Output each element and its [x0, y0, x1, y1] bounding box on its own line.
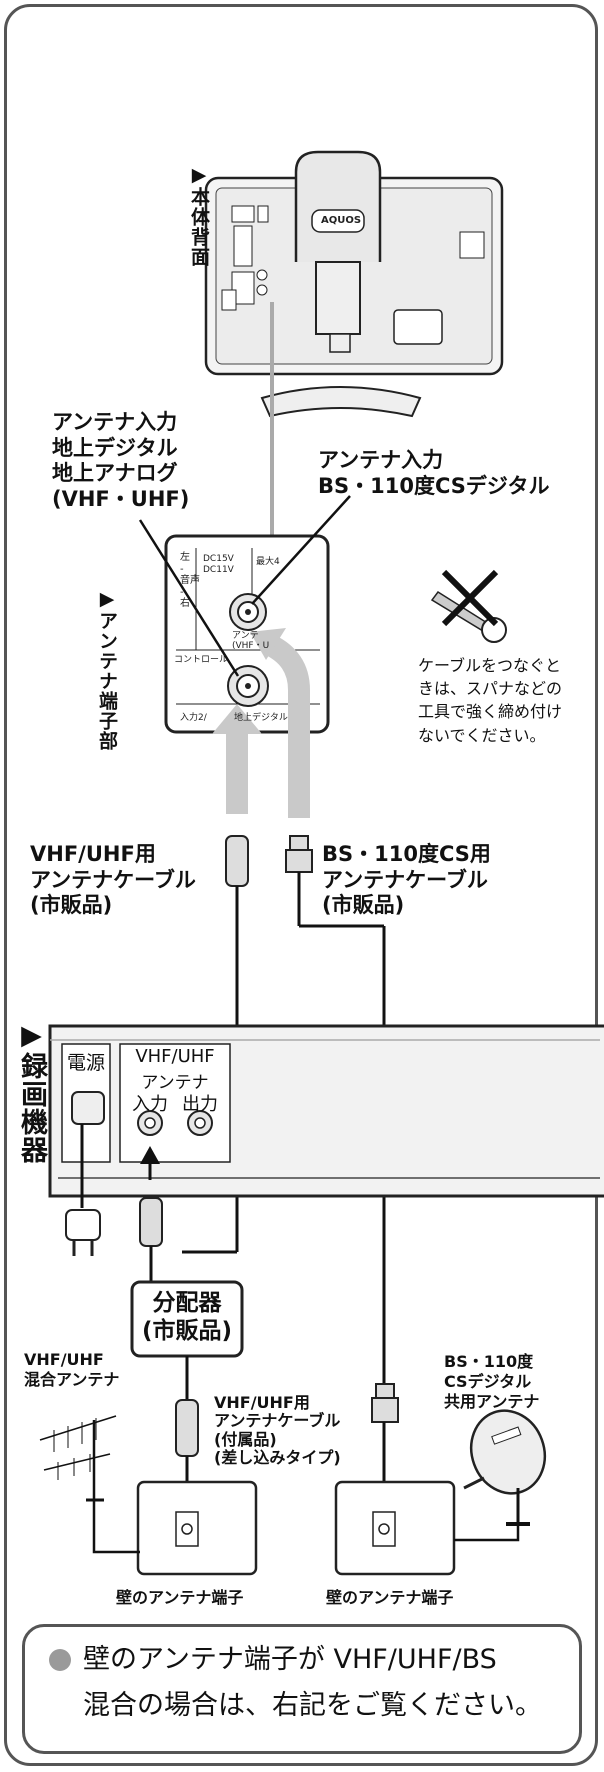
bullet-icon — [49, 1649, 71, 1671]
antenna-input-bs-label: アンテナ入力 BS・110度CSデジタル — [318, 448, 550, 498]
wall-terminal-right-label: 壁のアンテナ端子 — [326, 1588, 454, 1607]
panel-dc-label: DC15V DC11V — [203, 554, 234, 575]
bottom-note-box: 壁のアンテナ端子が VHF/UHF/BS 混合の場合は、右記をご覧ください。 — [22, 1624, 582, 1754]
panel-control-label: コントロール — [174, 655, 229, 665]
wall-terminal-left-label: 壁のアンテナ端子 — [116, 1588, 244, 1607]
tv-brand: AQUOS — [321, 215, 362, 226]
panel-antenna-small-label: アンテ (VHF・U — [232, 631, 270, 651]
recorder-in-label: 入力 — [132, 1094, 168, 1115]
splitter-label: 分配器 (市販品) — [141, 1290, 233, 1344]
flow-arrows — [212, 628, 310, 818]
bs-antenna-label: BS・110度 CSデジタル 共用アンテナ — [444, 1352, 540, 1411]
wall-plate-left — [136, 1480, 258, 1576]
vhf-cable-label: VHF/UHF用 アンテナケーブル (市販品) — [30, 842, 196, 918]
panel-audio-label: 左 - 音声 - 右 — [180, 552, 200, 609]
recorder-out-label: 出力 — [182, 1094, 218, 1115]
recorder-device — [48, 1024, 604, 1198]
recorder-antenna-label: アンテナ — [141, 1073, 209, 1093]
wall-plate-right — [334, 1480, 456, 1576]
supplied-cable-label: VHF/UHF用 アンテナケーブル (付属品) (差し込みタイプ) — [214, 1393, 341, 1468]
tv-illustration — [204, 150, 504, 418]
recorder-power-label: 電源 — [66, 1052, 105, 1074]
antenna-terminal-section-title: ▶アンテナ端子部 — [96, 588, 118, 751]
vhf-uhf-antenna — [39, 1415, 140, 1554]
recorder-vhf-uhf-label: VHF/UHF — [135, 1046, 215, 1067]
panel-input-label: 入力2/ — [180, 713, 207, 723]
bottom-note-text: 壁のアンテナ端子が VHF/UHF/BS 混合の場合は、右記をご覧ください。 — [83, 1644, 542, 1721]
wrench-note: ケーブルをつなぐと きは、スパナなどの 工具で強く締め付け ないでください。 — [418, 656, 563, 745]
panel-max-label: 最大4 — [256, 557, 280, 567]
power-plug — [65, 1124, 101, 1256]
mixed-antenna-label: VHF/UHF 混合アンテナ — [24, 1350, 120, 1389]
bs-cable-label: BS・110度CS用 アンテナケーブル (市販品) — [322, 842, 491, 918]
panel-terrestrial-label: 地上デジタル — [234, 713, 288, 723]
antenna-input-terrestrial-label: アンテナ入力 地上デジタル 地上アナログ (VHF・UHF) — [52, 410, 190, 511]
wrench-prohibited-icon — [430, 569, 507, 643]
bs-dish-antenna — [454, 1409, 547, 1542]
tv-back-title: ▶本体背面 — [188, 164, 210, 267]
recorder-title: ▶録画機器 — [16, 1020, 47, 1164]
